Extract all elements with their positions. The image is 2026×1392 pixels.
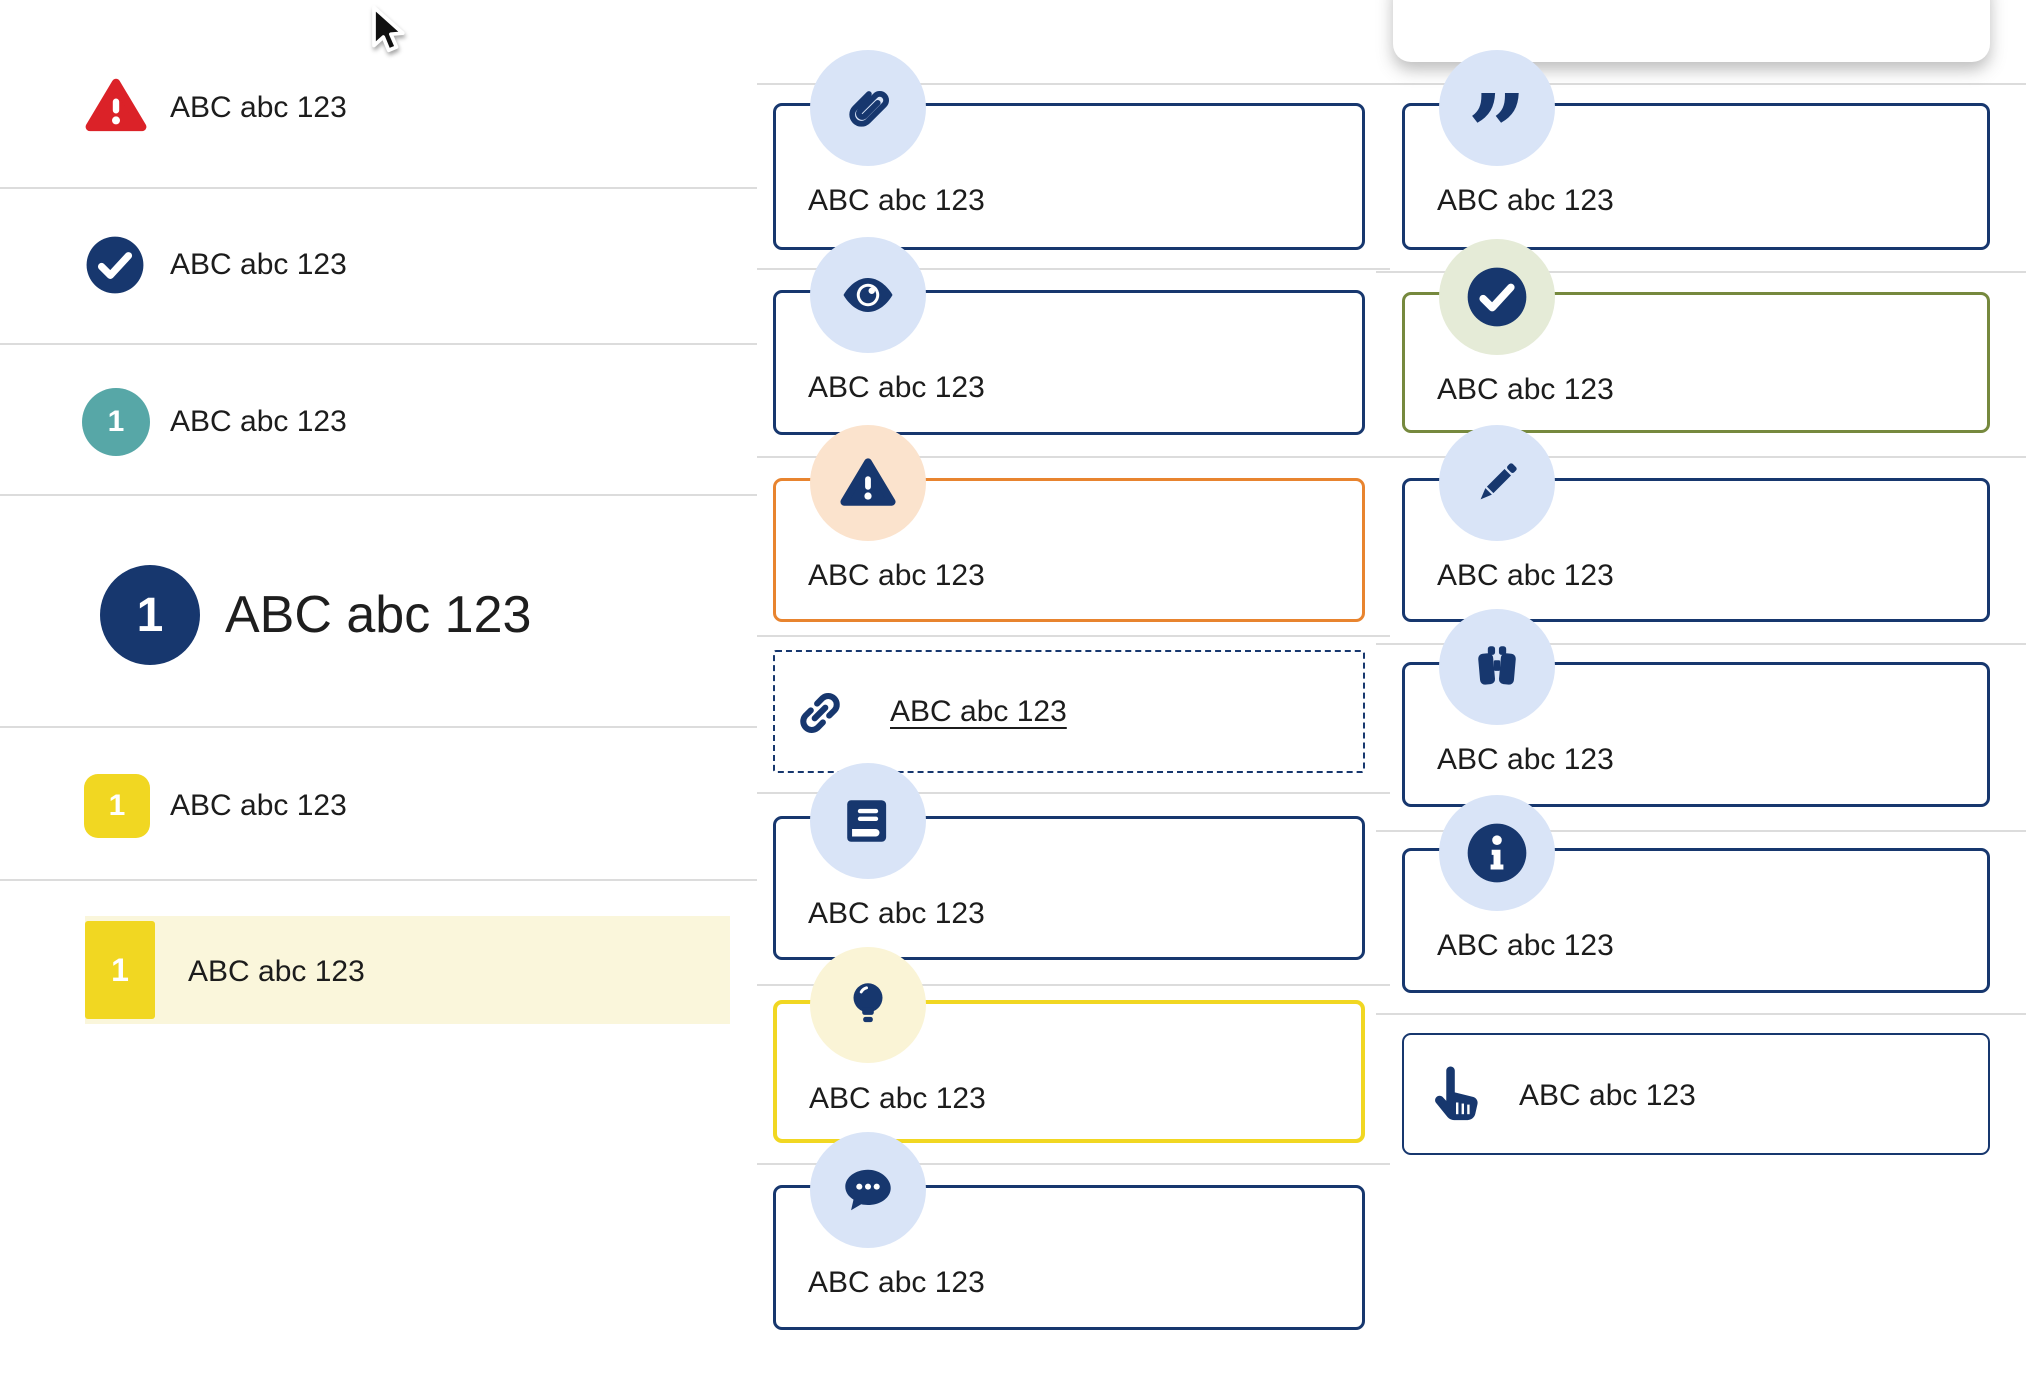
quote-icon: ” <box>1467 70 1527 194</box>
binoculars-icon <box>1478 646 1516 685</box>
lightbulb-icon <box>853 983 883 1023</box>
divider <box>1376 456 2026 458</box>
check-circle-icon <box>86 236 144 294</box>
list-item-label: ABC abc 123 <box>170 91 347 124</box>
warning-triangle-icon <box>840 458 896 506</box>
hand-pointer-icon <box>1435 1066 1478 1121</box>
pencil-icon <box>1480 463 1517 500</box>
success-badge <box>1439 239 1555 355</box>
divider <box>757 792 1390 794</box>
list-item-label: ABC abc 123 <box>170 405 347 438</box>
callout-label: ABC abc 123 <box>1437 373 1614 406</box>
divider <box>1376 643 2026 645</box>
callout-label: ABC abc 123 <box>808 371 985 404</box>
discussion-badge <box>810 1132 926 1248</box>
yellow-number-square: 1 <box>84 774 150 838</box>
section-heading: ABC abc 123 <box>225 586 532 644</box>
inline-link[interactable]: ABC abc 123 <box>890 695 1067 728</box>
visibility-badge <box>810 237 926 353</box>
quote-badge: ” <box>1439 50 1555 184</box>
divider <box>1376 271 2026 273</box>
divider <box>0 187 757 189</box>
info-badge <box>1439 795 1555 911</box>
badge-number: 1 <box>111 951 129 988</box>
mouse-cursor-icon <box>372 5 405 53</box>
attachment-badge <box>810 50 926 166</box>
divider <box>757 456 1390 458</box>
eye-icon <box>843 278 893 312</box>
link-icon <box>800 693 840 733</box>
divider <box>757 268 1390 270</box>
callout-label: ABC abc 123 <box>1437 743 1614 776</box>
navy-number-circle-large: 1 <box>100 565 200 665</box>
divider <box>0 879 757 881</box>
divider <box>757 1163 1390 1165</box>
callout-label: ABC abc 123 <box>809 1082 986 1115</box>
check-circle-icon <box>1467 267 1527 327</box>
divider <box>757 984 1390 986</box>
search-badge <box>1439 609 1555 725</box>
callout-link: ABC abc 123 <box>773 650 1365 773</box>
warning-triangle-icon <box>85 78 147 132</box>
edit-badge <box>1439 425 1555 541</box>
book-icon <box>847 800 887 842</box>
divider <box>0 494 757 496</box>
badge-number: 1 <box>136 588 164 642</box>
callout-label: ABC abc 123 <box>808 897 985 930</box>
callout-search: ABC abc 123 <box>1402 662 1990 807</box>
callout-label: ABC abc 123 <box>808 184 985 217</box>
divider <box>0 343 757 345</box>
callout-label: ABC abc 123 <box>808 559 985 592</box>
divider <box>757 635 1390 637</box>
list-item-label: ABC abc 123 <box>170 789 347 822</box>
highlighted-list-item[interactable] <box>85 916 730 1024</box>
divider <box>0 726 757 728</box>
badge-number: 1 <box>108 789 126 822</box>
list-item-label: ABC abc 123 <box>170 248 347 281</box>
tip-badge <box>810 947 926 1063</box>
callout-label: ABC abc 123 <box>1437 559 1614 592</box>
list-item-label: ABC abc 123 <box>188 955 365 988</box>
divider <box>1376 1013 2026 1015</box>
callout-action[interactable]: ABC abc 123 <box>1402 1033 1990 1155</box>
chat-icon <box>845 1169 891 1211</box>
callout-label: ABC abc 123 <box>808 1266 985 1299</box>
info-icon <box>1467 823 1527 883</box>
callout-label: ABC abc 123 <box>1519 1079 1696 1112</box>
paperclip-icon <box>849 91 889 127</box>
callout-label: ABC abc 123 <box>1437 184 1614 217</box>
callout-label: ABC abc 123 <box>1437 929 1614 962</box>
teal-number-circle: 1 <box>82 388 150 456</box>
divider <box>1376 830 2026 832</box>
divider <box>757 83 2026 85</box>
reference-badge <box>810 763 926 879</box>
warning-badge <box>810 425 926 541</box>
badge-number: 1 <box>107 405 125 438</box>
yellow-number-square-highlighted: 1 <box>85 921 155 1019</box>
